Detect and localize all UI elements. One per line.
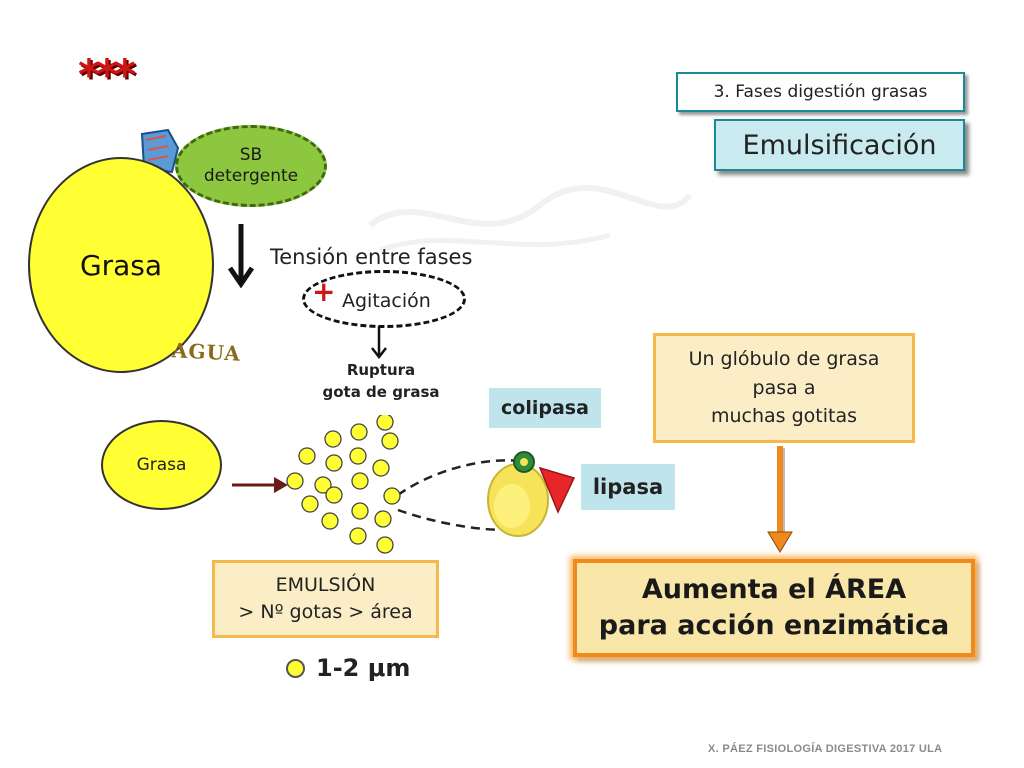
droplet-size-label: 1-2 μm [316,654,411,682]
water-label: AGUA [171,338,242,366]
fat-globule-large: Grasa [28,157,214,373]
emulsion-line1: EMULSIÓN [275,574,376,597]
rupture-line1: Ruptura [346,361,416,379]
title-box: Emulsificación [714,119,965,171]
rupture-line2: gota de grasa [322,382,440,401]
fat-globule-small-label: Grasa [136,455,187,475]
globule-info-line2: pasa a [752,376,816,399]
background-sketch [368,184,693,253]
agitation-oval [302,270,466,328]
area-increase-line2: para acción enzimática [598,610,950,641]
tension-label: Tensión entre fases [270,245,473,269]
down-arrow-icon [227,224,255,288]
agitation-label: Agitación [342,290,431,312]
globule-info-box: Un glóbulo de grasa pasa a muchas gotita… [653,333,915,443]
colipase-label: colipasa [501,397,589,419]
rupture-label: Ruptura gota de grasa [296,360,466,404]
detergent-label: detergente [203,166,299,186]
globule-info-line3: muchas gotitas [710,405,858,428]
emulsion-box: EMULSIÓN > Nº gotas > área [212,560,439,638]
bile-salts-oval: SB detergente [175,125,327,207]
fat-globule-large-label: Grasa [79,248,163,282]
bile-salts-label: SB [239,144,263,165]
area-increase-box: Aumenta el ÁREA para acción enzimática [573,559,975,657]
right-arrow-icon [232,477,288,493]
phase-label-box: 3. Fases digestión grasas [676,72,965,112]
lipase-label-box: lipasa [581,464,675,510]
importance-stars: *** [78,50,136,99]
fat-globule-small: Grasa [101,420,222,510]
colipase-label-box: colipasa [489,388,601,428]
emulsion-line2: > Nº gotas > área [238,601,413,623]
phase-label: 3. Fases digestión grasas [713,82,928,102]
droplet-size-icon [286,659,305,678]
footer-credit: X. PÁEZ FISIOLOGÍA DIGESTIVA 2017 ULA [708,743,943,755]
small-down-arrow-icon [371,326,387,360]
orange-down-arrow-icon [767,446,793,553]
lipase-enzyme-icon [487,451,576,537]
plus-icon: + [312,275,336,308]
globule-info-line1: Un glóbulo de grasa [688,348,880,371]
lipase-label: lipasa [592,475,664,499]
page-title: Emulsificación [742,129,937,161]
area-increase-line1: Aumenta el ÁREA [641,573,907,605]
